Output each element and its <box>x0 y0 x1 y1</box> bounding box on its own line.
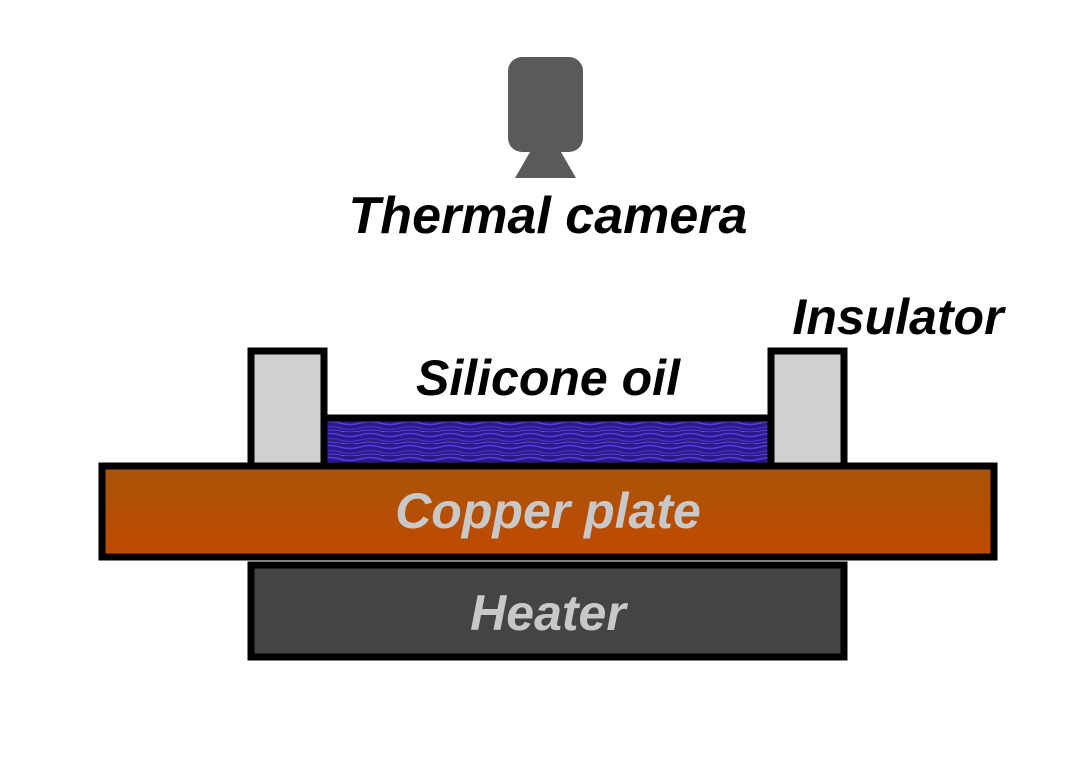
silicone-oil-label: Silicone oil <box>416 350 681 406</box>
insulator-left <box>247 347 328 470</box>
silicone-oil-layer <box>318 414 776 470</box>
copper-plate-label: Copper plate <box>395 483 701 539</box>
camera-body <box>508 57 583 152</box>
insulator-right <box>767 347 848 470</box>
heater-block <box>247 561 848 661</box>
heater-label: Heater <box>470 585 628 641</box>
thermal-camera-icon <box>508 57 583 178</box>
thermal-camera-label: Thermal camera <box>349 187 748 245</box>
insulator-label: Insulator <box>792 289 1006 345</box>
camera-lens <box>515 152 576 178</box>
copper-plate <box>98 462 998 561</box>
